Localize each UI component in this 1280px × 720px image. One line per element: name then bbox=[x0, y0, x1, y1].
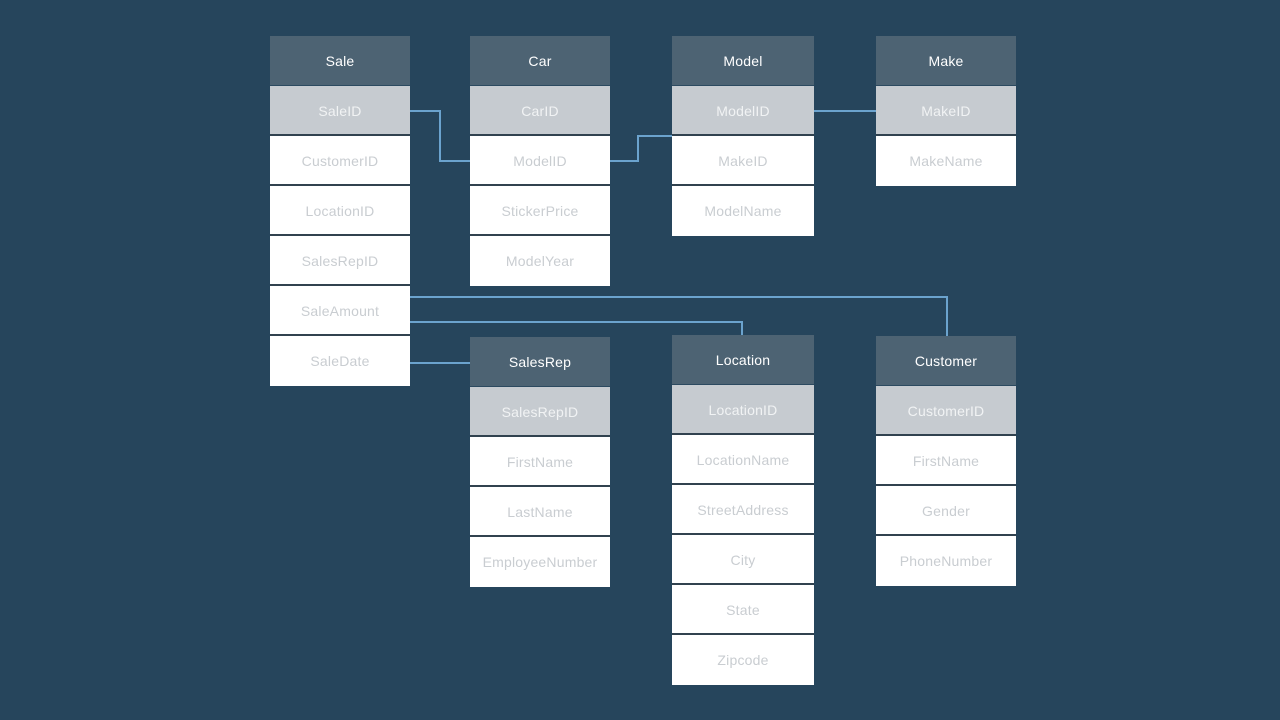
table-header-model: Model bbox=[672, 36, 814, 86]
column-model-makeid: MakeID bbox=[672, 136, 814, 186]
column-makeid: MakeID bbox=[876, 86, 1016, 136]
column-customerid: CustomerID bbox=[270, 136, 410, 186]
column-salesrep-firstname: FirstName bbox=[470, 437, 610, 487]
column-customerid-pk: CustomerID bbox=[876, 386, 1016, 436]
column-modelname: ModelName bbox=[672, 186, 814, 236]
table-header-location: Location bbox=[672, 335, 814, 385]
table-header-make: Make bbox=[876, 36, 1016, 86]
column-locationid: LocationID bbox=[270, 186, 410, 236]
column-modelid: ModelID bbox=[672, 86, 814, 136]
column-saledate: SaleDate bbox=[270, 336, 410, 386]
column-carid: CarID bbox=[470, 86, 610, 136]
table-header-car: Car bbox=[470, 36, 610, 86]
column-makename: MakeName bbox=[876, 136, 1016, 186]
table-model[interactable]: Model ModelID MakeID ModelName bbox=[672, 36, 814, 236]
table-car[interactable]: Car CarID ModelID StickerPrice ModelYear bbox=[470, 36, 610, 286]
column-state: State bbox=[672, 585, 814, 635]
column-saleamount: SaleAmount bbox=[270, 286, 410, 336]
column-salesrepid-pk: SalesRepID bbox=[470, 387, 610, 437]
table-location[interactable]: Location LocationID LocationName StreetA… bbox=[672, 335, 814, 685]
connector-car-model bbox=[610, 135, 672, 162]
table-salesrep[interactable]: SalesRep SalesRepID FirstName LastName E… bbox=[470, 337, 610, 587]
column-customer-firstname: FirstName bbox=[876, 436, 1016, 486]
column-city: City bbox=[672, 535, 814, 585]
column-salesrepid: SalesRepID bbox=[270, 236, 410, 286]
connector-sale-customer bbox=[410, 296, 948, 336]
table-sale[interactable]: Sale SaleID CustomerID LocationID SalesR… bbox=[270, 36, 410, 386]
column-phonenumber: PhoneNumber bbox=[876, 536, 1016, 586]
connector-sale-car bbox=[410, 110, 470, 162]
connector-sale-location bbox=[410, 321, 743, 335]
table-customer[interactable]: Customer CustomerID FirstName Gender Pho… bbox=[876, 336, 1016, 586]
column-stickerprice: StickerPrice bbox=[470, 186, 610, 236]
column-car-modelid: ModelID bbox=[470, 136, 610, 186]
column-salesrep-lastname: LastName bbox=[470, 487, 610, 537]
column-modelyear: ModelYear bbox=[470, 236, 610, 286]
column-employeenumber: EmployeeNumber bbox=[470, 537, 610, 587]
column-locationname: LocationName bbox=[672, 435, 814, 485]
column-gender: Gender bbox=[876, 486, 1016, 536]
column-streetaddress: StreetAddress bbox=[672, 485, 814, 535]
column-zipcode: Zipcode bbox=[672, 635, 814, 685]
table-header-salesrep: SalesRep bbox=[470, 337, 610, 387]
column-saleid: SaleID bbox=[270, 86, 410, 136]
column-locationid-pk: LocationID bbox=[672, 385, 814, 435]
table-header-sale: Sale bbox=[270, 36, 410, 86]
table-make[interactable]: Make MakeID MakeName bbox=[876, 36, 1016, 186]
table-header-customer: Customer bbox=[876, 336, 1016, 386]
